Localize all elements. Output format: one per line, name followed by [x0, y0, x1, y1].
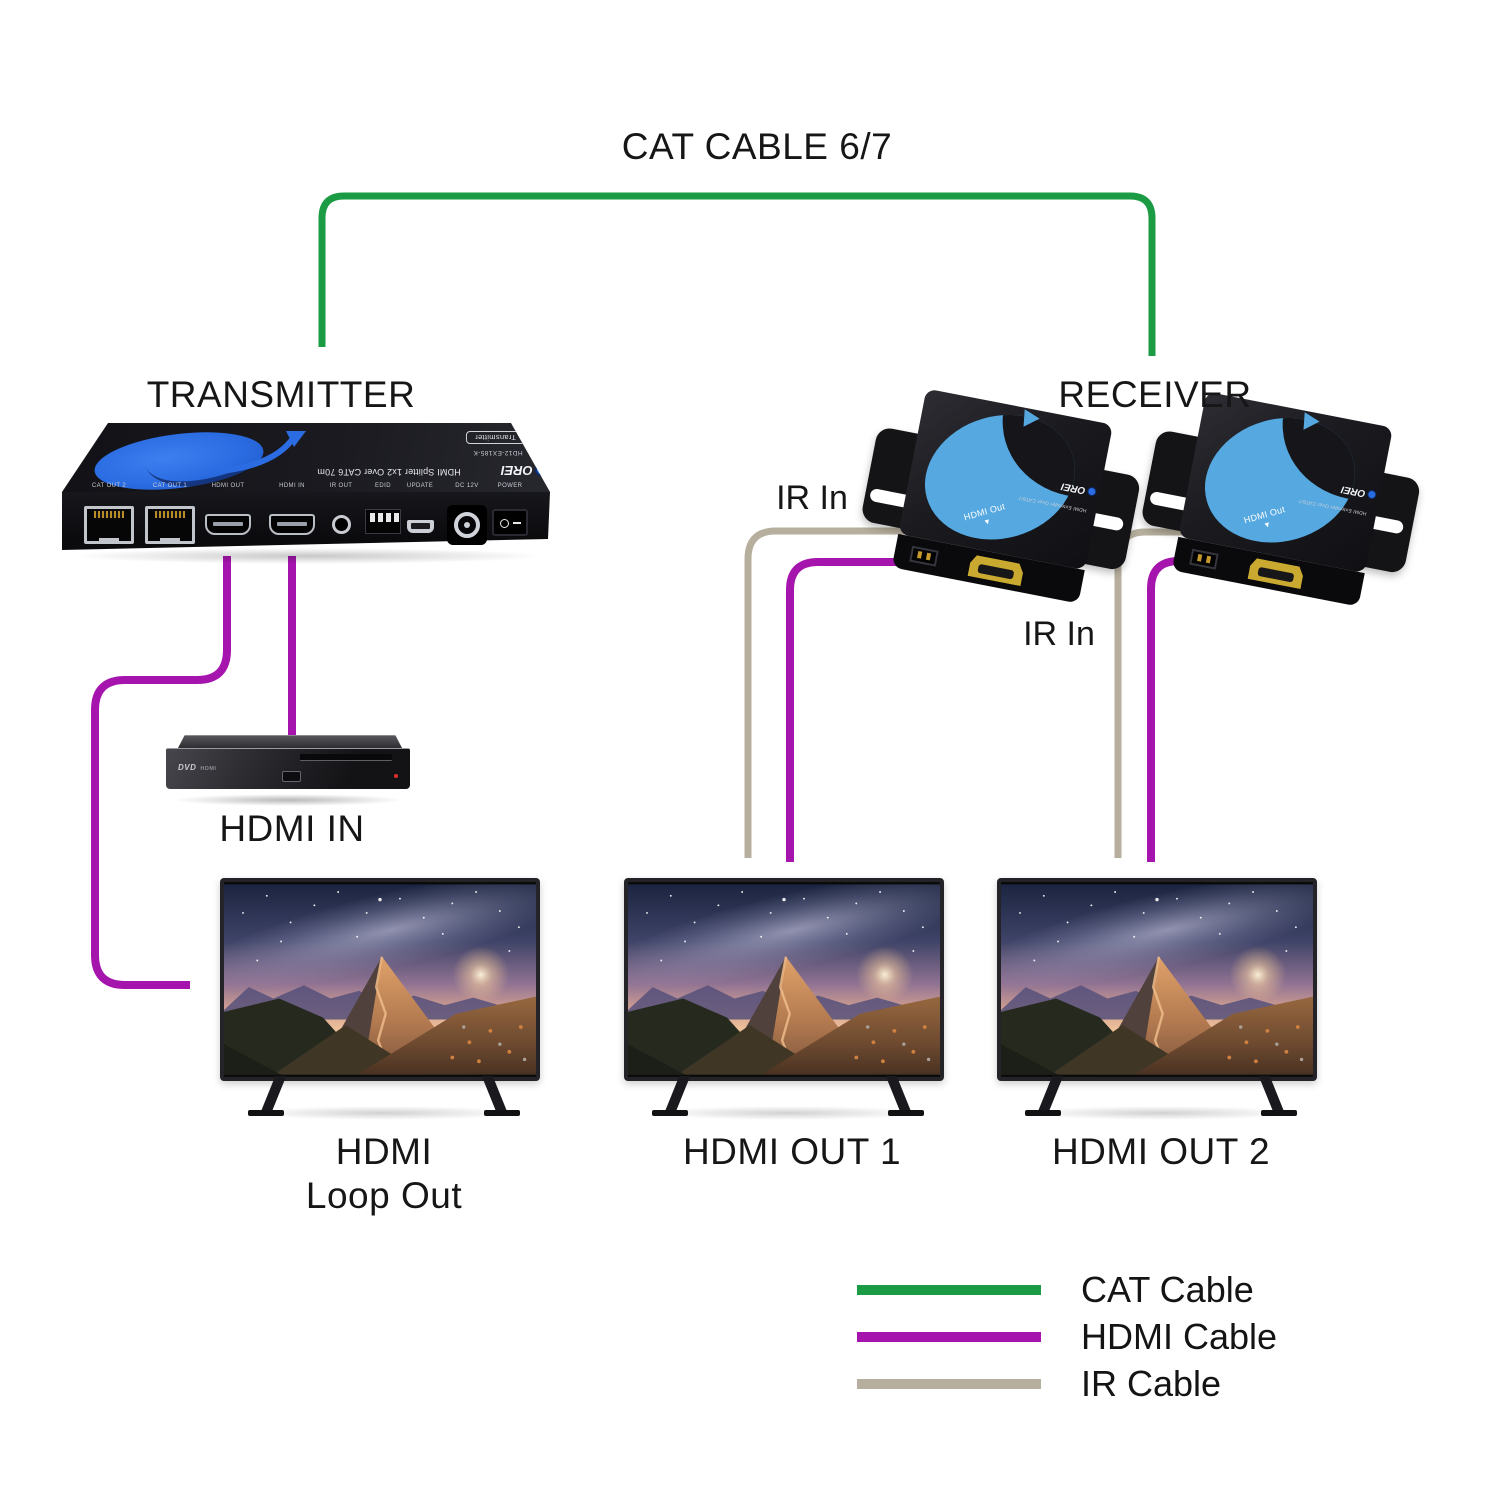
tv-landscape-image — [628, 882, 940, 1077]
ir-in-label-left: IR In — [776, 479, 848, 517]
hdmi-in-label: HDMI IN — [219, 808, 365, 849]
dvd-usb-port — [282, 771, 301, 782]
port-label-update: UPDATE — [406, 483, 434, 489]
tv-loop-out-label: HDMI Loop Out — [306, 1130, 462, 1217]
dc-power-jack — [447, 505, 487, 545]
cat-cable-legend-label: CAT Cable — [1081, 1268, 1254, 1310]
transmitter-badge: Transmitter — [466, 431, 525, 444]
receiver-hdmi-out-text: HDMI Out▾ — [962, 500, 1007, 528]
tv-shadow — [1023, 1106, 1299, 1120]
tv-landscape-image — [1001, 882, 1313, 1077]
cat-cable-swatch — [857, 1284, 1041, 1295]
dvd-power-led — [394, 774, 398, 778]
hdmi-cable-tx-to-loopout-tv — [91, 556, 231, 989]
receiver-ir-port — [909, 545, 939, 567]
ir-out-jack — [332, 515, 351, 534]
port-label-power: POWER — [497, 483, 523, 489]
hdmi-out-port — [205, 514, 251, 535]
ir-in-label-right: IR In — [1023, 615, 1095, 653]
dvd-top-face — [178, 735, 402, 748]
transmitter-product-text: HDMI Splitter 1x2 Over CAT6 70m — [317, 467, 461, 477]
transmitter-device: HDMI Splitter 1x2 Over CAT6 70m OREI Tra… — [58, 420, 558, 578]
transmitter-label: TRANSMITTER — [146, 374, 416, 415]
tv-foot-right — [484, 1110, 520, 1116]
dvd-disc-tray — [300, 754, 392, 761]
port-label-dc-12v: DC 12V — [455, 483, 479, 489]
port-label-cat-out-1: CAT OUT 1 — [152, 483, 188, 489]
hdmi-cable-receiver2-to-tv2 — [1147, 557, 1235, 862]
legend-row-cat: CAT Cable — [857, 1266, 1277, 1313]
hdmi-cable-legend-label: HDMI Cable — [1081, 1315, 1278, 1357]
update-usb-port — [407, 520, 434, 533]
tv-leg-right — [1258, 1076, 1285, 1112]
cat-out-1-port — [145, 506, 195, 544]
dvd-hdmi-text: HDMI — [200, 766, 217, 772]
tv-foot-left — [652, 1110, 688, 1116]
receiver-hdmi-out-port — [968, 554, 1025, 586]
transmitter-top-face: HDMI Splitter 1x2 Over CAT6 70m OREI Tra… — [62, 423, 550, 492]
tv-leg-left — [1037, 1076, 1064, 1112]
hdmi-in-port — [269, 514, 315, 535]
transmitter-shadow — [68, 548, 548, 564]
tv-leg-left — [664, 1076, 691, 1112]
tv-loop-out-label-line2: Loop Out — [305, 1174, 463, 1216]
legend-row-ir: IR Cable — [857, 1360, 1277, 1407]
tv-hdmi-out-1 — [624, 878, 952, 1120]
edid-dip-switch — [365, 509, 401, 534]
tv-leg-right — [885, 1076, 912, 1112]
ir-cable-legend-label: IR Cable — [1081, 1362, 1222, 1404]
tv-foot-left — [1025, 1110, 1061, 1116]
tv-screen — [997, 878, 1317, 1081]
cable-legend: CAT Cable HDMI Cable IR Cable — [857, 1266, 1277, 1407]
orei-disc-icon — [1366, 489, 1377, 500]
receiver-label: RECEIVER — [1058, 374, 1252, 415]
receiver-logo-oval: HDMI Out▾ — [910, 397, 1090, 557]
tv-hdmi-loop-out — [220, 878, 548, 1120]
tv-hdmi-out-2 — [997, 878, 1325, 1120]
port-label-edid: EDID — [375, 483, 391, 489]
port-label-ir-out: IR OUT — [329, 483, 353, 489]
receiver-logo-oval: HDMI Out▾ — [1190, 400, 1370, 560]
tv-leg-right — [481, 1076, 508, 1112]
tv-out2-label: HDMI OUT 2 — [1051, 1131, 1271, 1172]
tv-out1-label: HDMI OUT 1 — [682, 1131, 902, 1172]
port-label-hdmi-out: HDMI OUT — [211, 483, 245, 489]
receiver-hdmi-out-text: HDMI Out▾ — [1242, 503, 1287, 531]
tv-landscape-image — [224, 882, 536, 1077]
cat-out-2-port — [84, 506, 134, 544]
ir-cable-receiver1 — [744, 527, 905, 858]
tv-shadow — [246, 1106, 522, 1120]
legend-row-hdmi: HDMI Cable — [857, 1313, 1277, 1360]
orei-disc-icon — [534, 464, 547, 477]
tv-shadow — [650, 1106, 926, 1120]
tv-loop-out-label-line1: HDMI — [335, 1131, 433, 1172]
receiver-hdmi-out-port — [1248, 557, 1305, 589]
tv-leg-left — [260, 1076, 287, 1112]
tv-foot-right — [1261, 1110, 1297, 1116]
hdmi-cable-swatch — [857, 1331, 1041, 1342]
dvd-shadow — [172, 794, 404, 806]
orei-disc-icon — [1086, 486, 1097, 497]
tv-foot-right — [888, 1110, 924, 1116]
orei-brand-logo: OREI — [501, 463, 547, 478]
port-label-hdmi-in: HDMI IN — [279, 483, 305, 489]
ir-cable-swatch — [857, 1378, 1041, 1389]
orei-swoosh-arrow-icon — [219, 431, 306, 474]
port-label-cat-out-2: CAT OUT 2 — [91, 483, 127, 489]
hdmi-cable-receiver1-to-tv1 — [786, 558, 965, 862]
transmitter-model-text: HD12-EX185-K — [473, 449, 523, 456]
cat-cable-line — [318, 192, 1156, 356]
receiver-ir-port — [1189, 548, 1219, 570]
tv-screen — [220, 878, 540, 1081]
orei-brand-text: OREI — [501, 463, 533, 478]
tv-screen — [624, 878, 944, 1081]
cat-cable-title: CAT CABLE 6/7 — [621, 126, 893, 167]
tv-foot-left — [248, 1110, 284, 1116]
power-switch — [492, 509, 528, 536]
